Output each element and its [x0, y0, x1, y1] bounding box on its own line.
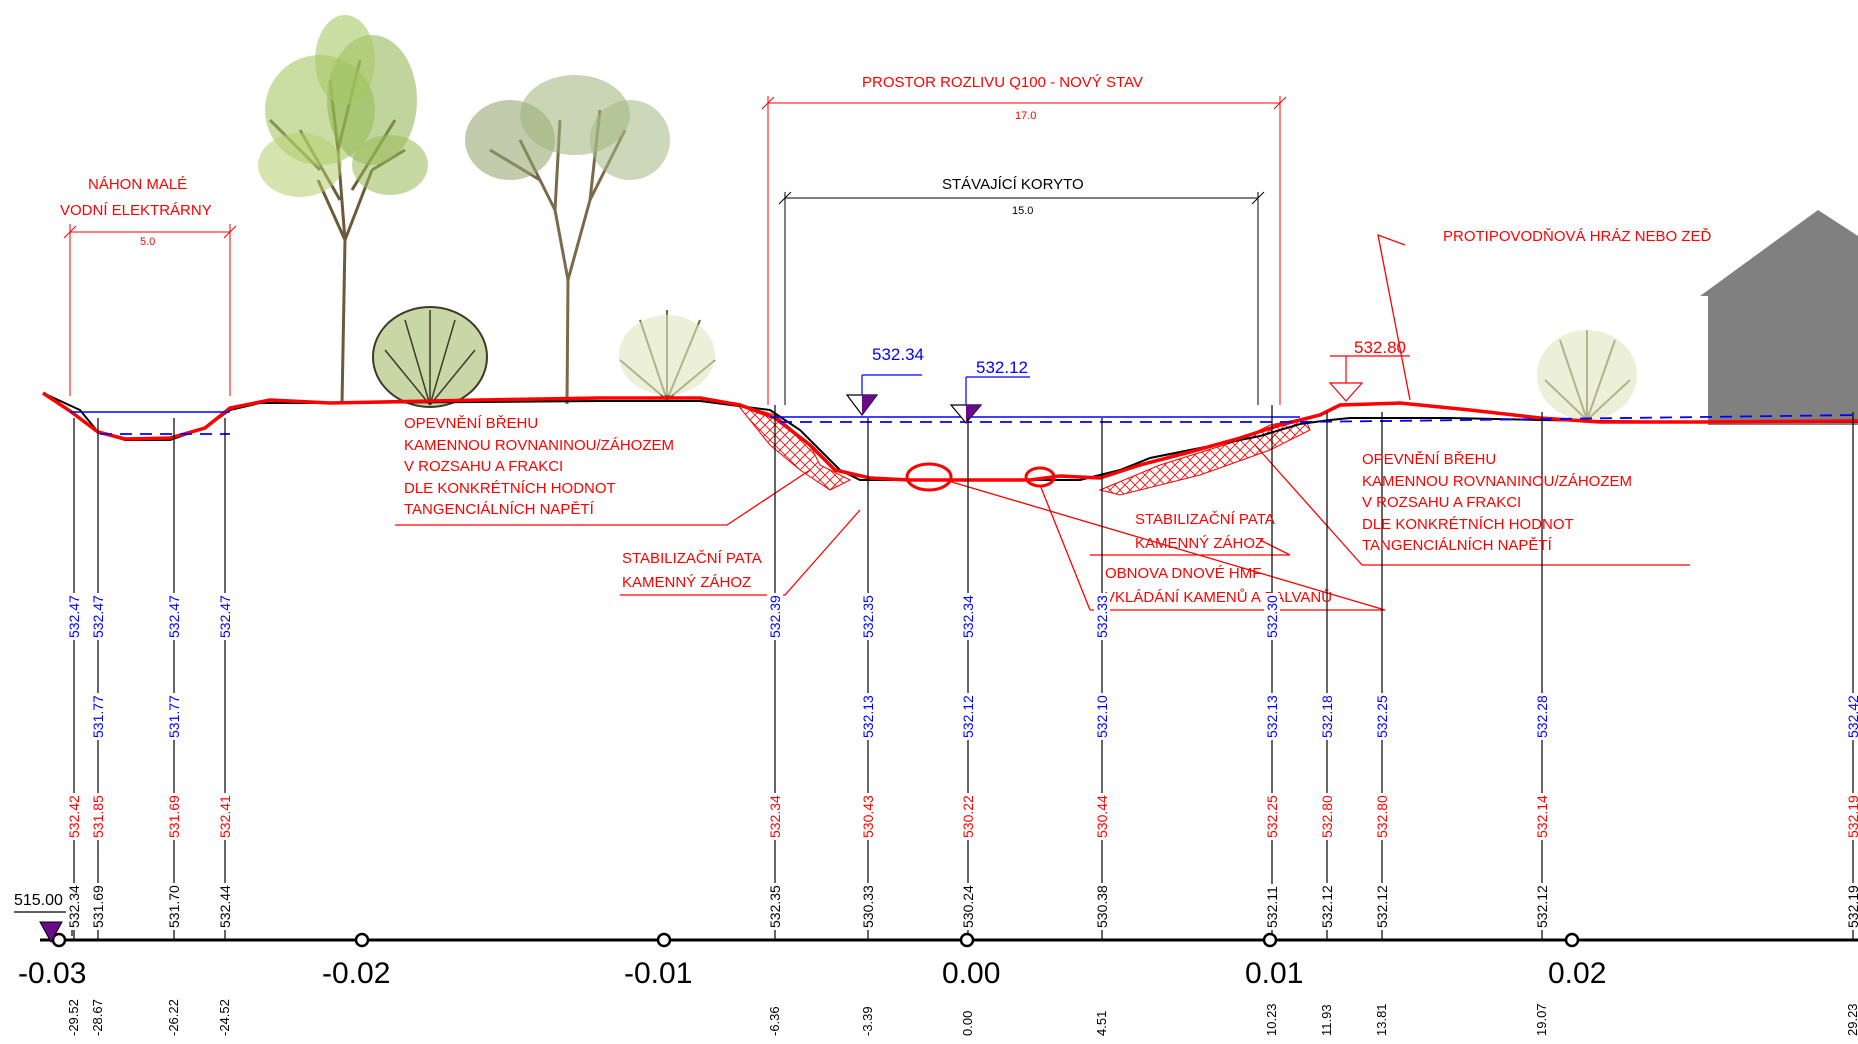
axis-tick-marker	[354, 932, 370, 948]
crest-marker	[1328, 355, 1410, 402]
station-lines	[73, 405, 1854, 940]
boulder-large	[905, 462, 953, 492]
axis-tick-marker	[1262, 932, 1278, 948]
axis-tick-marker	[51, 932, 67, 948]
axis-tick-marker	[1564, 932, 1580, 948]
tree-tall-left	[258, 15, 428, 405]
axis-circles	[51, 932, 1580, 948]
shrub-middle	[619, 310, 716, 401]
axis-tick-marker	[959, 932, 975, 948]
water-level-dashed	[100, 414, 1858, 435]
tree-tall-middle	[465, 75, 670, 405]
axis-tick-marker	[656, 932, 672, 948]
shrub-left	[372, 306, 488, 408]
building	[1700, 210, 1858, 425]
leader-lines	[395, 233, 1690, 611]
water-marker-2	[949, 376, 1030, 424]
dim-prostor	[761, 96, 1287, 405]
shrub-right	[1537, 330, 1637, 421]
design-terrain-line	[42, 391, 1858, 482]
dim-koryto	[778, 191, 1265, 405]
water-marker-1	[845, 374, 922, 416]
dim-nahon	[63, 224, 237, 396]
